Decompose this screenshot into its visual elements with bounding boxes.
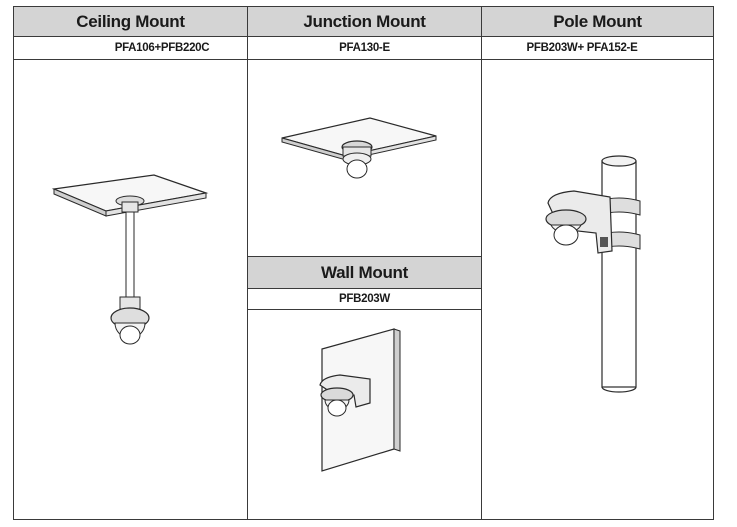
column-divider xyxy=(247,6,248,520)
junction-mount-header: Junction Mount xyxy=(248,7,481,36)
wall-mount-model: PFB203W xyxy=(339,293,390,305)
junction-mount-model: PFA130-E xyxy=(339,42,390,54)
ceiling-mount-header: Ceiling Mount xyxy=(14,7,247,36)
mount-table xyxy=(13,6,714,520)
column-divider xyxy=(481,6,482,520)
row-divider xyxy=(247,309,481,310)
ceiling-mount-model: PFA106+PFB220C xyxy=(114,42,210,54)
row-divider xyxy=(247,256,481,257)
ceiling-pendant-camera-illustration xyxy=(51,174,209,345)
junction-box-camera-illustration xyxy=(281,117,437,179)
wall-mount-header: Wall Mount xyxy=(248,257,481,288)
pole-mount-model: PFB203W+ PFA152-E xyxy=(526,42,638,54)
row-divider xyxy=(247,288,481,289)
row-divider xyxy=(13,36,714,37)
pole-bracket-camera-illustration xyxy=(545,155,641,393)
pole-mount-header: Pole Mount xyxy=(482,7,713,36)
wall-bracket-camera-illustration xyxy=(319,328,401,472)
row-divider xyxy=(13,59,714,60)
